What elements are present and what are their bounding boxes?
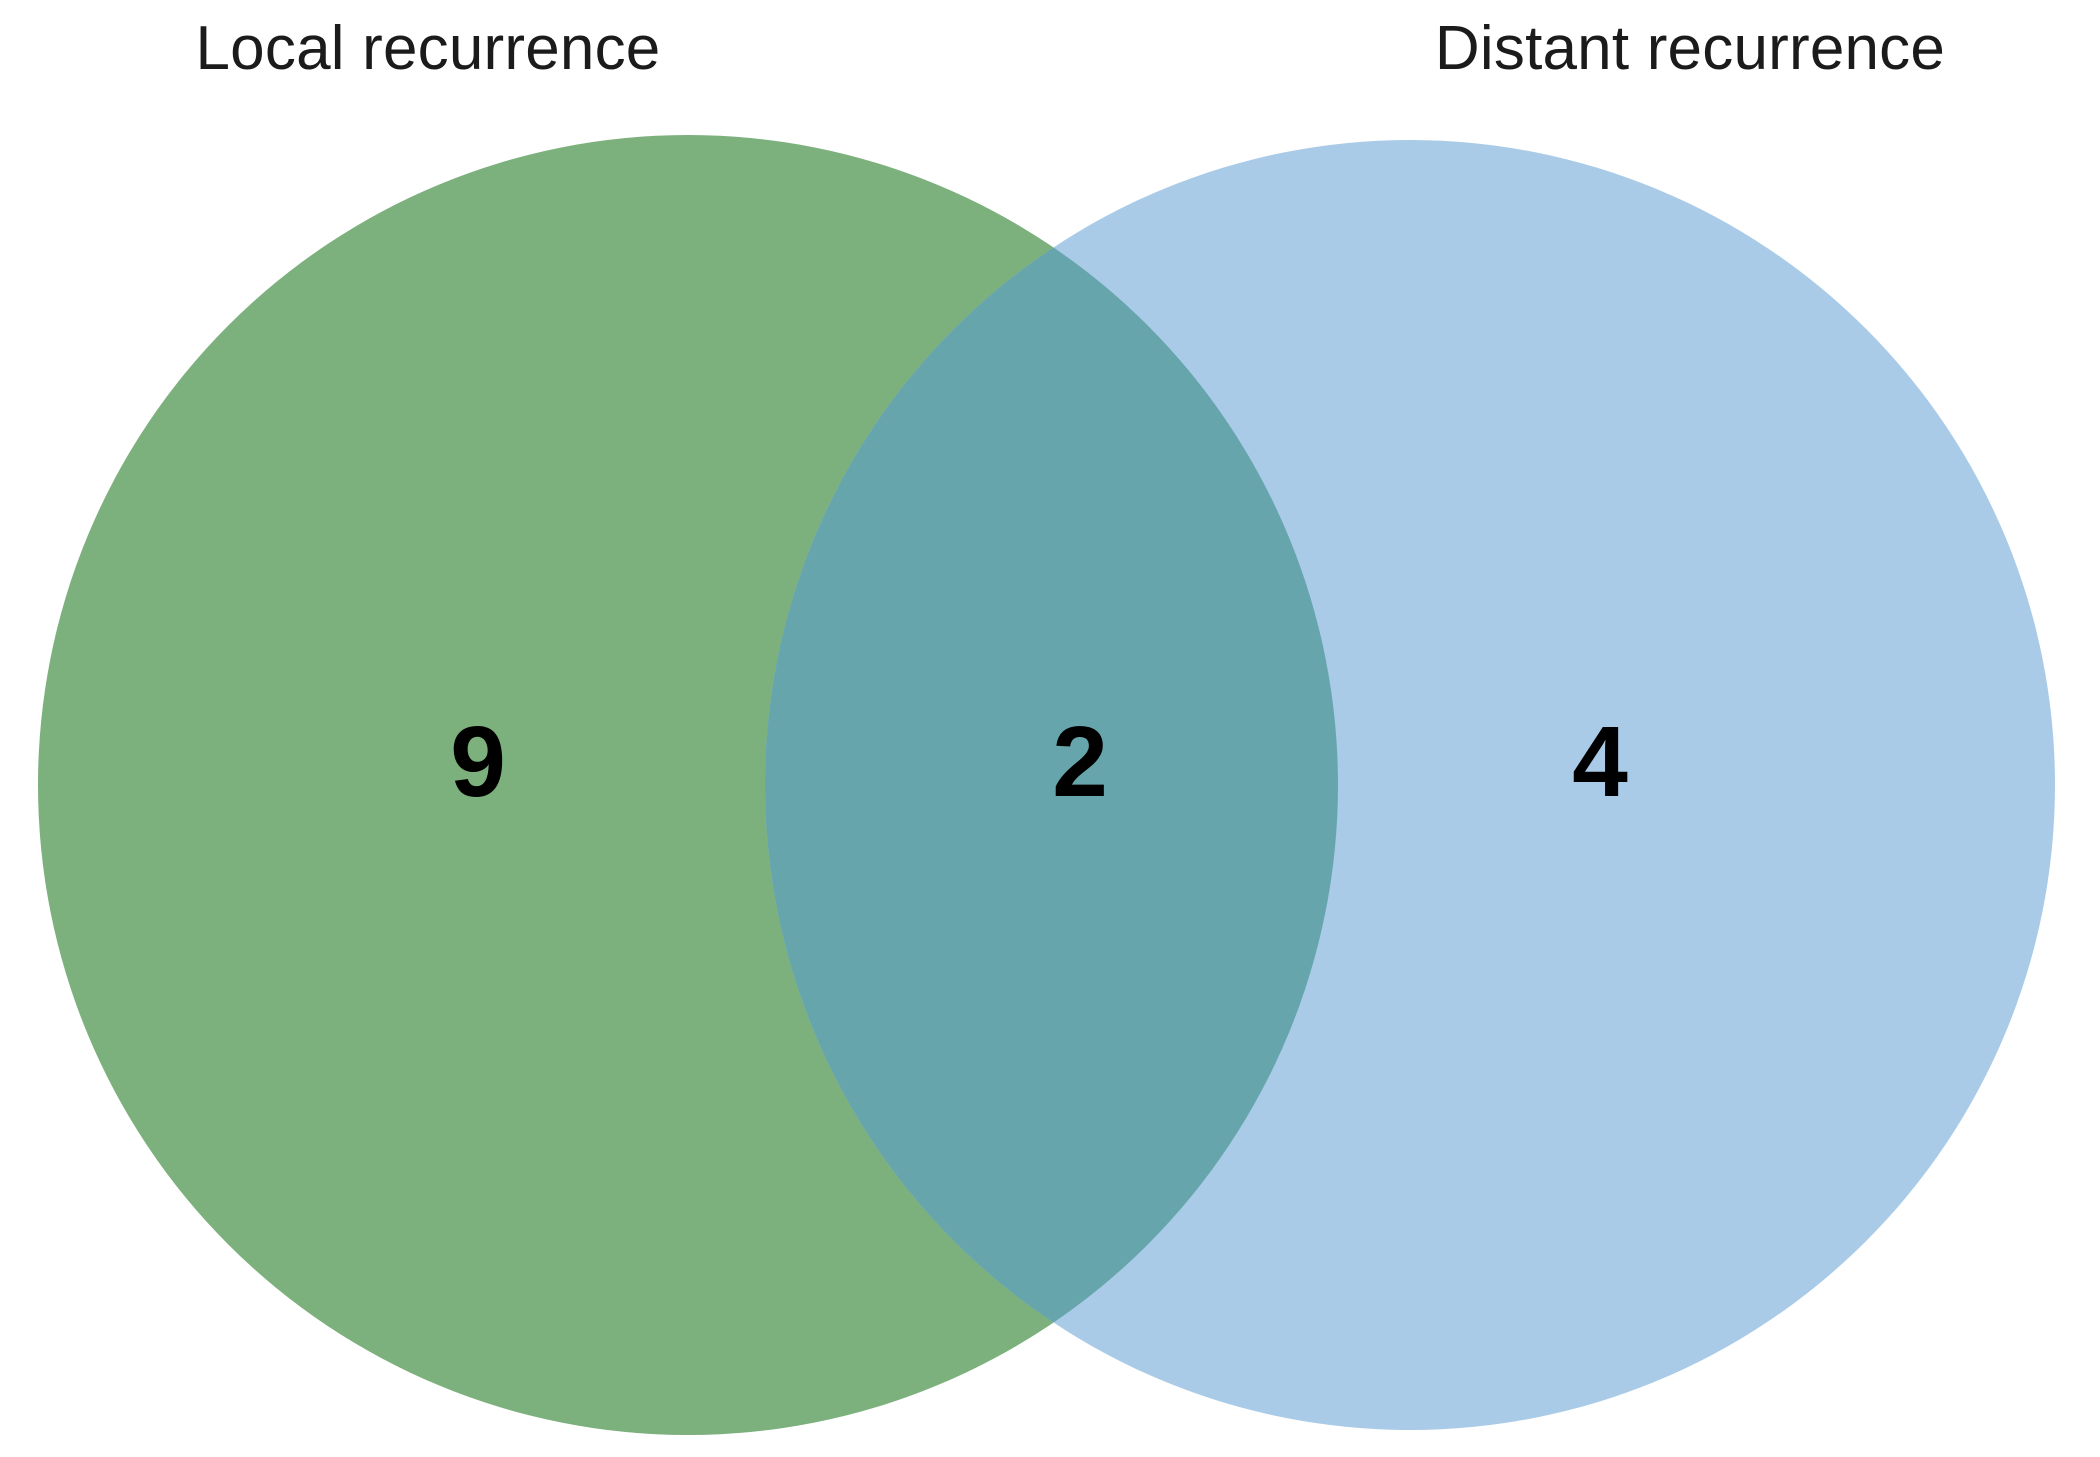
intersection-region (765, 140, 1338, 1430)
right-only-count: 4 (1572, 706, 1628, 818)
right-set-label: Distant recurrence (1434, 14, 1946, 83)
left-set-label: Local recurrence (195, 14, 661, 83)
left-only-count: 9 (450, 706, 506, 818)
intersection-lens (765, 140, 1338, 1430)
intersection-count: 2 (1052, 706, 1108, 818)
